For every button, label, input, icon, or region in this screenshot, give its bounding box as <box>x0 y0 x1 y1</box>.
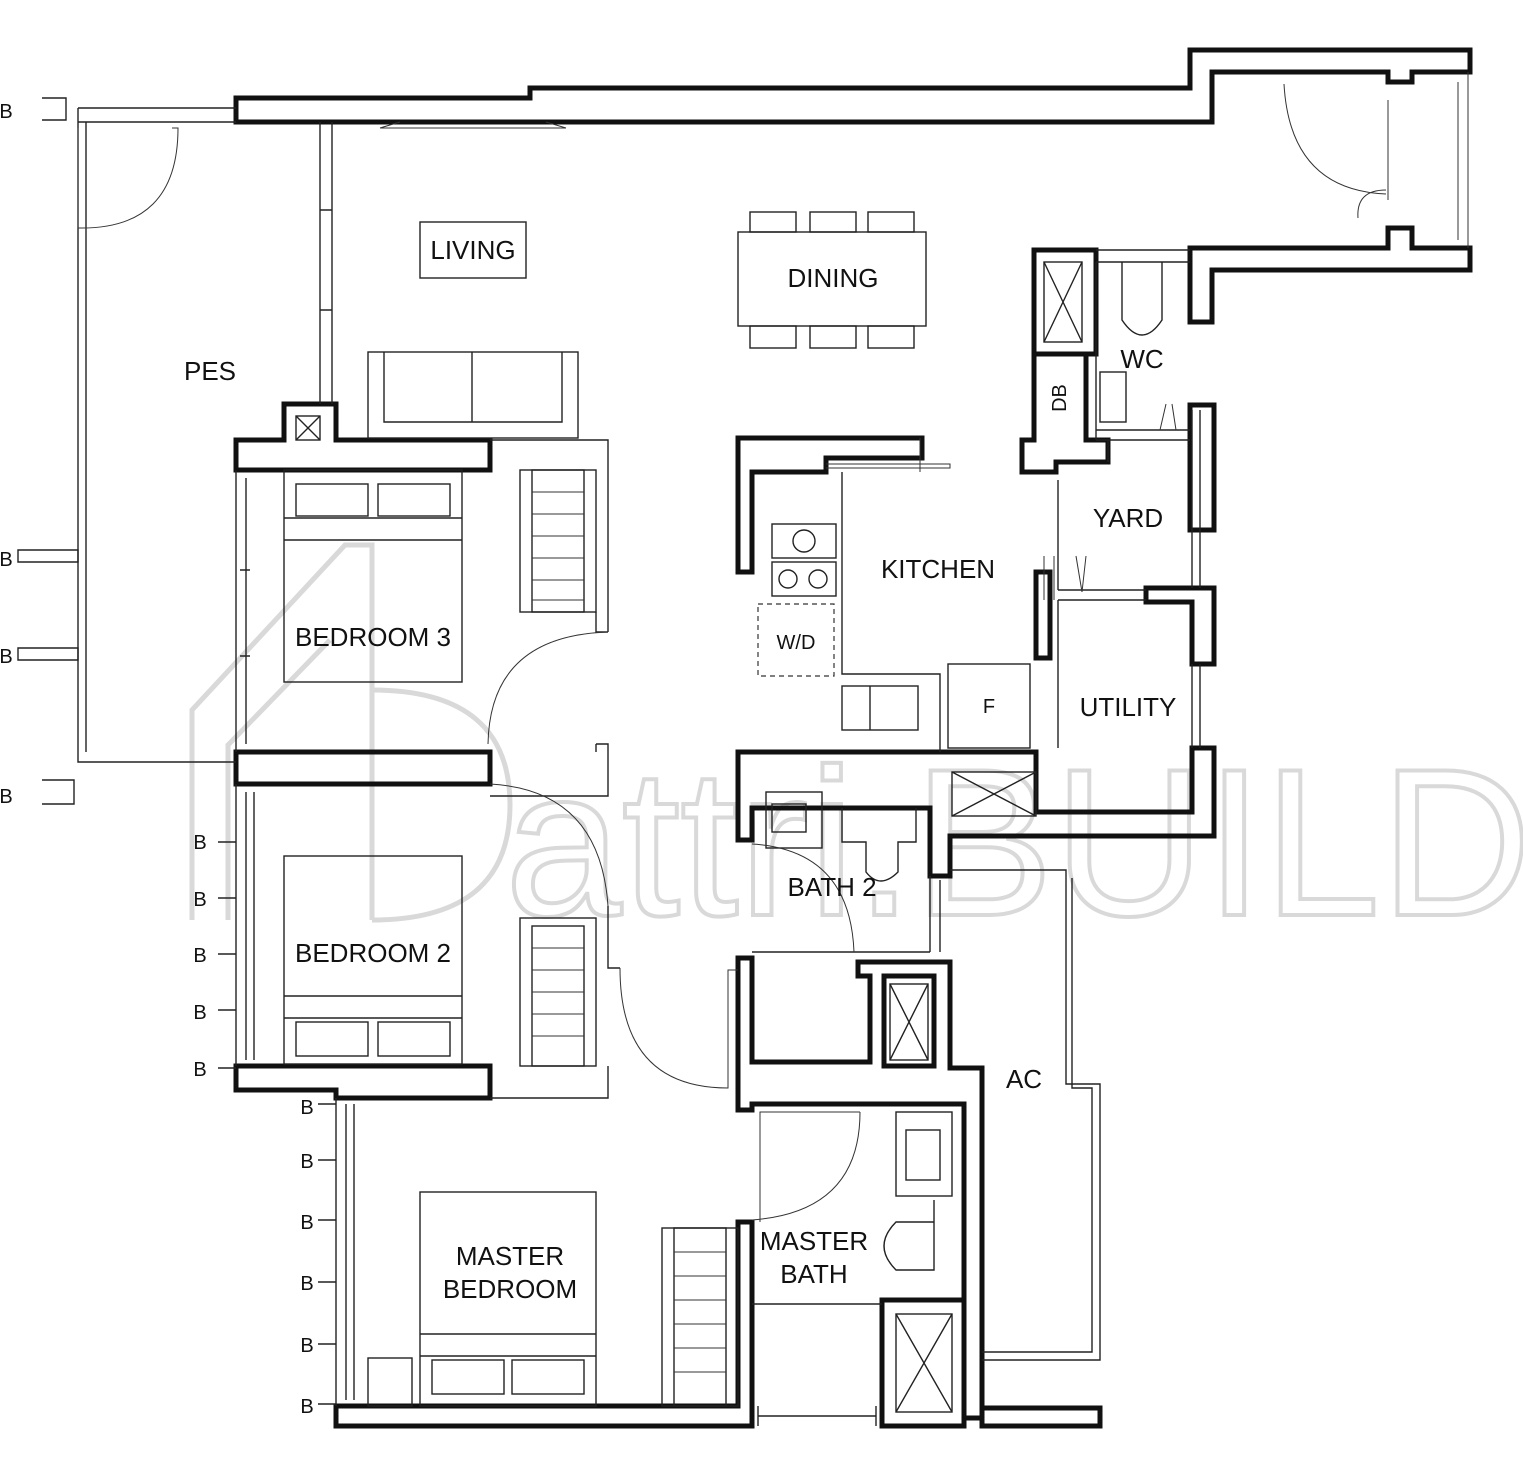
label-master-bedroom-1: MASTER <box>456 1241 564 1271</box>
watermark-text: attri.BUILD <box>505 725 1523 960</box>
bay-marker: B <box>0 646 13 668</box>
bay-marker: B <box>300 1396 313 1418</box>
bay-marker: B <box>0 549 13 571</box>
label-bedroom3: BEDROOM 3 <box>295 622 451 652</box>
bay-marker: B <box>193 889 206 911</box>
bay-marker: B <box>300 1273 313 1295</box>
label-master-bedroom-2: BEDROOM <box>443 1274 577 1304</box>
label-living: LIVING <box>430 235 515 265</box>
bay-marker: B <box>193 1059 206 1081</box>
bay-marker: B <box>0 101 13 123</box>
watermark: attri.BUILD <box>189 542 1523 962</box>
label-master-bath-1: MASTER <box>760 1226 868 1256</box>
label-bath2: BATH 2 <box>787 872 876 902</box>
label-bedroom2: BEDROOM 2 <box>295 938 451 968</box>
bay-marker: B <box>300 1097 313 1119</box>
thin-lines <box>17 72 1469 1426</box>
label-kitchen: KITCHEN <box>881 554 995 584</box>
bay-markers: B B B B B B B B B B B B B B B <box>0 101 314 1418</box>
bay-marker: B <box>300 1151 313 1173</box>
label-fridge: F <box>983 696 995 718</box>
label-pes: PES <box>184 356 236 386</box>
label-dining: DINING <box>788 263 879 293</box>
label-master-bath-2: BATH <box>780 1259 847 1289</box>
label-wc: WC <box>1120 344 1163 374</box>
bay-marker: B <box>193 1002 206 1024</box>
bay-marker: B <box>193 832 206 854</box>
bay-marker: B <box>300 1335 313 1357</box>
label-ac: AC <box>1006 1064 1042 1094</box>
bay-marker: B <box>300 1212 313 1234</box>
bay-marker: B <box>0 786 13 808</box>
label-yard: YARD <box>1093 503 1163 533</box>
room-labels: LIVING DINING PES WC DB YARD KITCHEN W/D… <box>184 235 1176 1304</box>
label-utility: UTILITY <box>1080 692 1177 722</box>
bay-marker: B <box>193 945 206 967</box>
label-wd: W/D <box>777 632 816 654</box>
label-db: DB <box>1049 384 1071 412</box>
